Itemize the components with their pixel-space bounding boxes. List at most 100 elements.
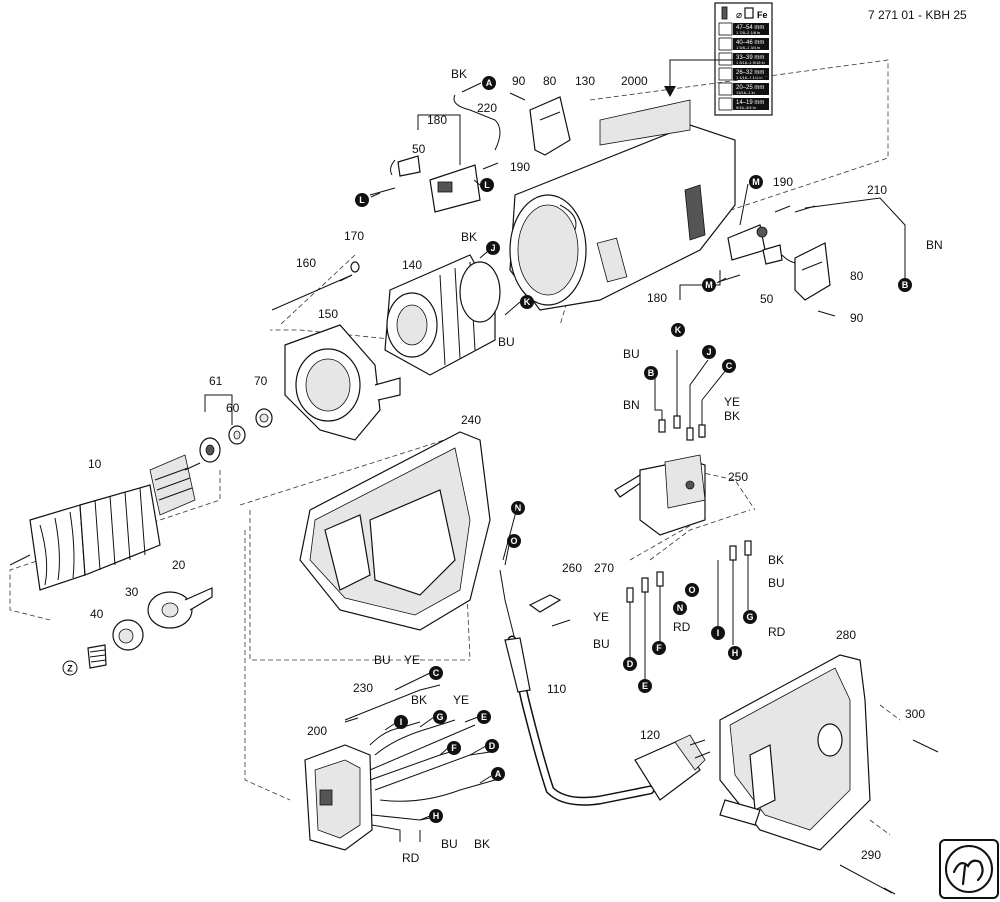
svg-text:C: C <box>433 668 440 678</box>
connection-marker-g: G <box>743 610 757 624</box>
drill-bit-icon <box>718 37 733 51</box>
wire-label: BU <box>623 347 640 361</box>
drill-range-inch-text: 1 5/8–1 3/4 in <box>736 45 760 50</box>
label-part-180-left: 180 <box>427 113 447 127</box>
drill-range-inch-text: 1 5/16–1 9/16 in <box>736 60 765 65</box>
svg-text:M: M <box>752 177 760 187</box>
connection-marker-k: K <box>671 323 685 337</box>
brush-cable-part-210 <box>794 197 906 275</box>
wire-label: BN <box>926 238 943 252</box>
arrow-icon <box>664 86 676 97</box>
connection-marker-m: M <box>749 175 763 189</box>
drill-bit-icon <box>721 6 728 20</box>
power-cable-part-110 <box>499 569 655 806</box>
connection-marker-z: Z <box>62 660 78 676</box>
label-part-90-left: 90 <box>512 74 526 88</box>
connection-marker-i: I <box>711 626 725 640</box>
connection-marker-a: A <box>482 76 496 90</box>
connection-block-part-200 <box>304 744 373 851</box>
wire-label: BU <box>498 335 515 349</box>
svg-text:L: L <box>484 180 490 190</box>
drill-range-text: 26–32 mm <box>736 70 764 76</box>
label-part-200: 200 <box>307 724 327 738</box>
switch-wires-bottom <box>626 540 752 680</box>
svg-text:J: J <box>706 347 711 357</box>
table-pointer-line <box>669 59 743 90</box>
connection-marker-g: G <box>433 710 447 724</box>
svg-text:A: A <box>495 769 502 779</box>
svg-text:F: F <box>656 643 662 653</box>
label-part-150: 150 <box>318 307 338 321</box>
connection-marker-f: F <box>447 741 461 755</box>
wire-label: YE <box>593 610 609 624</box>
svg-text:D: D <box>627 659 634 669</box>
screw-part-190-left <box>482 162 499 170</box>
connection-marker-d: D <box>623 657 637 671</box>
drill-range-text: 40–46 mm <box>736 40 764 46</box>
connection-marker-e: E <box>638 679 652 693</box>
svg-text:H: H <box>433 811 440 821</box>
wire-label: RD <box>673 620 691 634</box>
drill-bit-icon <box>718 67 733 81</box>
drill-range-text: 47–54 mm <box>736 25 764 31</box>
diameter-symbol: ⌀ <box>736 10 742 21</box>
carbon-brush-part-left <box>390 155 421 177</box>
label-part-80-right: 80 <box>850 269 864 283</box>
svg-text:N: N <box>515 503 522 513</box>
bearing-part-30 <box>112 619 144 651</box>
screw-part-90-right <box>817 310 836 317</box>
label-part-10: 10 <box>88 457 102 471</box>
label-part-160: 160 <box>296 256 316 270</box>
handle-shell-part-280 <box>719 654 871 851</box>
group-bracket-180-right <box>679 270 721 300</box>
fein-logo <box>939 839 999 899</box>
connection-marker-j: J <box>702 345 716 359</box>
washer-part-170 <box>350 261 360 273</box>
svg-text:J: J <box>490 243 495 253</box>
svg-text:A: A <box>486 78 493 88</box>
connection-marker-f: F <box>652 641 666 655</box>
connection-marker-n: N <box>511 501 525 515</box>
bearing-part-61 <box>199 437 221 463</box>
wire-label: RD <box>402 851 420 865</box>
connection-marker-k: K <box>520 295 534 309</box>
connection-marker-i: I <box>394 715 408 729</box>
screw-part-270 <box>551 619 571 627</box>
svg-text:H: H <box>732 648 739 658</box>
wire-label: BK <box>461 230 477 244</box>
svg-text:N: N <box>677 603 684 613</box>
drill-table-row: 26–32 mm1 1/16–1 1/4 in <box>718 67 769 81</box>
wire-label: BK <box>411 693 427 707</box>
wire-label: BU <box>441 837 458 851</box>
drill-table-row: 33–39 mm1 5/16–1 9/16 in <box>718 52 769 66</box>
wire-label: BU <box>374 653 391 667</box>
wire-color-labels: BK BK BU BN BU BN YE BK YE BU RD BK BU R… <box>374 67 943 865</box>
label-part-290: 290 <box>861 848 881 862</box>
material-steel-label: Fe <box>757 10 768 20</box>
label-part-90-right: 90 <box>850 311 864 325</box>
label-part-140: 140 <box>402 258 422 272</box>
label-part-190-right: 190 <box>773 175 793 189</box>
label-part-120: 120 <box>640 728 660 742</box>
label-part-260: 260 <box>562 561 582 575</box>
label-part-20: 20 <box>172 558 186 572</box>
drill-range-inch-text: 1 1/16–1 1/4 in <box>736 75 762 80</box>
connection-marker-o: O <box>507 534 521 548</box>
field-coil-part-140 <box>384 254 501 376</box>
label-part-220: 220 <box>477 101 497 115</box>
cable-clamp-part-260 <box>528 594 562 613</box>
wire-label: YE <box>404 653 420 667</box>
wire-label: RD <box>768 625 786 639</box>
connection-marker-c: C <box>722 359 736 373</box>
svg-text:M: M <box>705 280 713 290</box>
connection-marker-l: L <box>480 178 494 192</box>
label-part-270: 270 <box>594 561 614 575</box>
core-bit-icon <box>744 7 754 19</box>
connection-marker-b: B <box>898 278 912 292</box>
label-part-50-right: 50 <box>760 292 774 306</box>
label-part-130: 130 <box>575 74 595 88</box>
label-part-250: 250 <box>728 470 748 484</box>
wire-label: BK <box>724 409 740 423</box>
